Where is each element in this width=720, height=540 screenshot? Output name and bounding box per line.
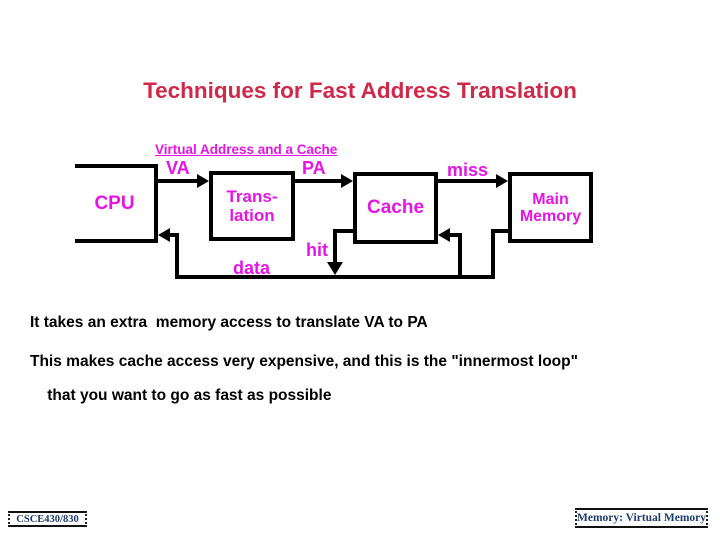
footer-course-code-text: CSCE430/830 [16, 513, 79, 525]
translation-label-line2: lation [229, 206, 275, 225]
hit-line-vertical [333, 229, 337, 264]
cache-refill-line-horizontal [449, 233, 462, 237]
miss-arrowhead-icon [496, 174, 508, 188]
body-text-para2-line2: that you want to go as fast as possible [47, 387, 332, 404]
data-return-line-horizontal [169, 233, 179, 237]
data-bus-line [175, 275, 495, 279]
data-return-line-vertical [175, 233, 179, 279]
hit-line-horizontal [333, 229, 353, 233]
cpu-return-arrowhead-icon [158, 228, 170, 242]
footer-topic: Memory: Virtual Memory [575, 508, 708, 528]
main-memory-label-line2: Memory [519, 207, 582, 225]
va-arrowhead-icon [197, 174, 209, 188]
translation-label-line1: Trans- [226, 187, 278, 206]
cpu-box: CPU [75, 164, 158, 243]
cpu-label: CPU [94, 192, 135, 214]
data-label: data [233, 258, 271, 278]
miss-label: miss [447, 160, 489, 180]
cache-label: Cache [366, 197, 425, 218]
body-text-line1: It takes an extra memory access to trans… [30, 314, 428, 331]
pa-label: PA [302, 158, 326, 178]
page-title: Techniques for Fast Address Translation [143, 78, 577, 103]
pa-arrow-line [295, 179, 341, 183]
footer-topic-text: Memory: Virtual Memory [577, 512, 707, 524]
footer-course-code: CSCE430/830 [8, 511, 87, 527]
pa-arrowhead-icon [341, 174, 353, 188]
miss-arrow-line [438, 179, 496, 183]
main-memory-box: Main Memory [508, 172, 593, 243]
hit-arrowhead-icon [327, 262, 343, 275]
body-text-paragraph2: This makes cache access very expensive, … [30, 353, 690, 404]
diagram-subtitle: Virtual Address and a Cache [155, 142, 338, 157]
hit-label: hit [306, 240, 328, 260]
cache-refill-arrowhead-icon [438, 228, 450, 242]
cache-box: Cache [353, 172, 438, 244]
translation-box: Trans- lation [209, 171, 295, 241]
memory-output-line-vertical [491, 229, 495, 279]
va-label: VA [166, 158, 190, 178]
main-memory-label-line1: Main [532, 190, 569, 208]
cache-refill-line-vertical [458, 233, 462, 279]
body-text-para2-line1: This makes cache access very expensive, … [30, 353, 578, 370]
memory-output-line-horizontal [491, 229, 508, 233]
va-arrow-line [158, 179, 197, 183]
